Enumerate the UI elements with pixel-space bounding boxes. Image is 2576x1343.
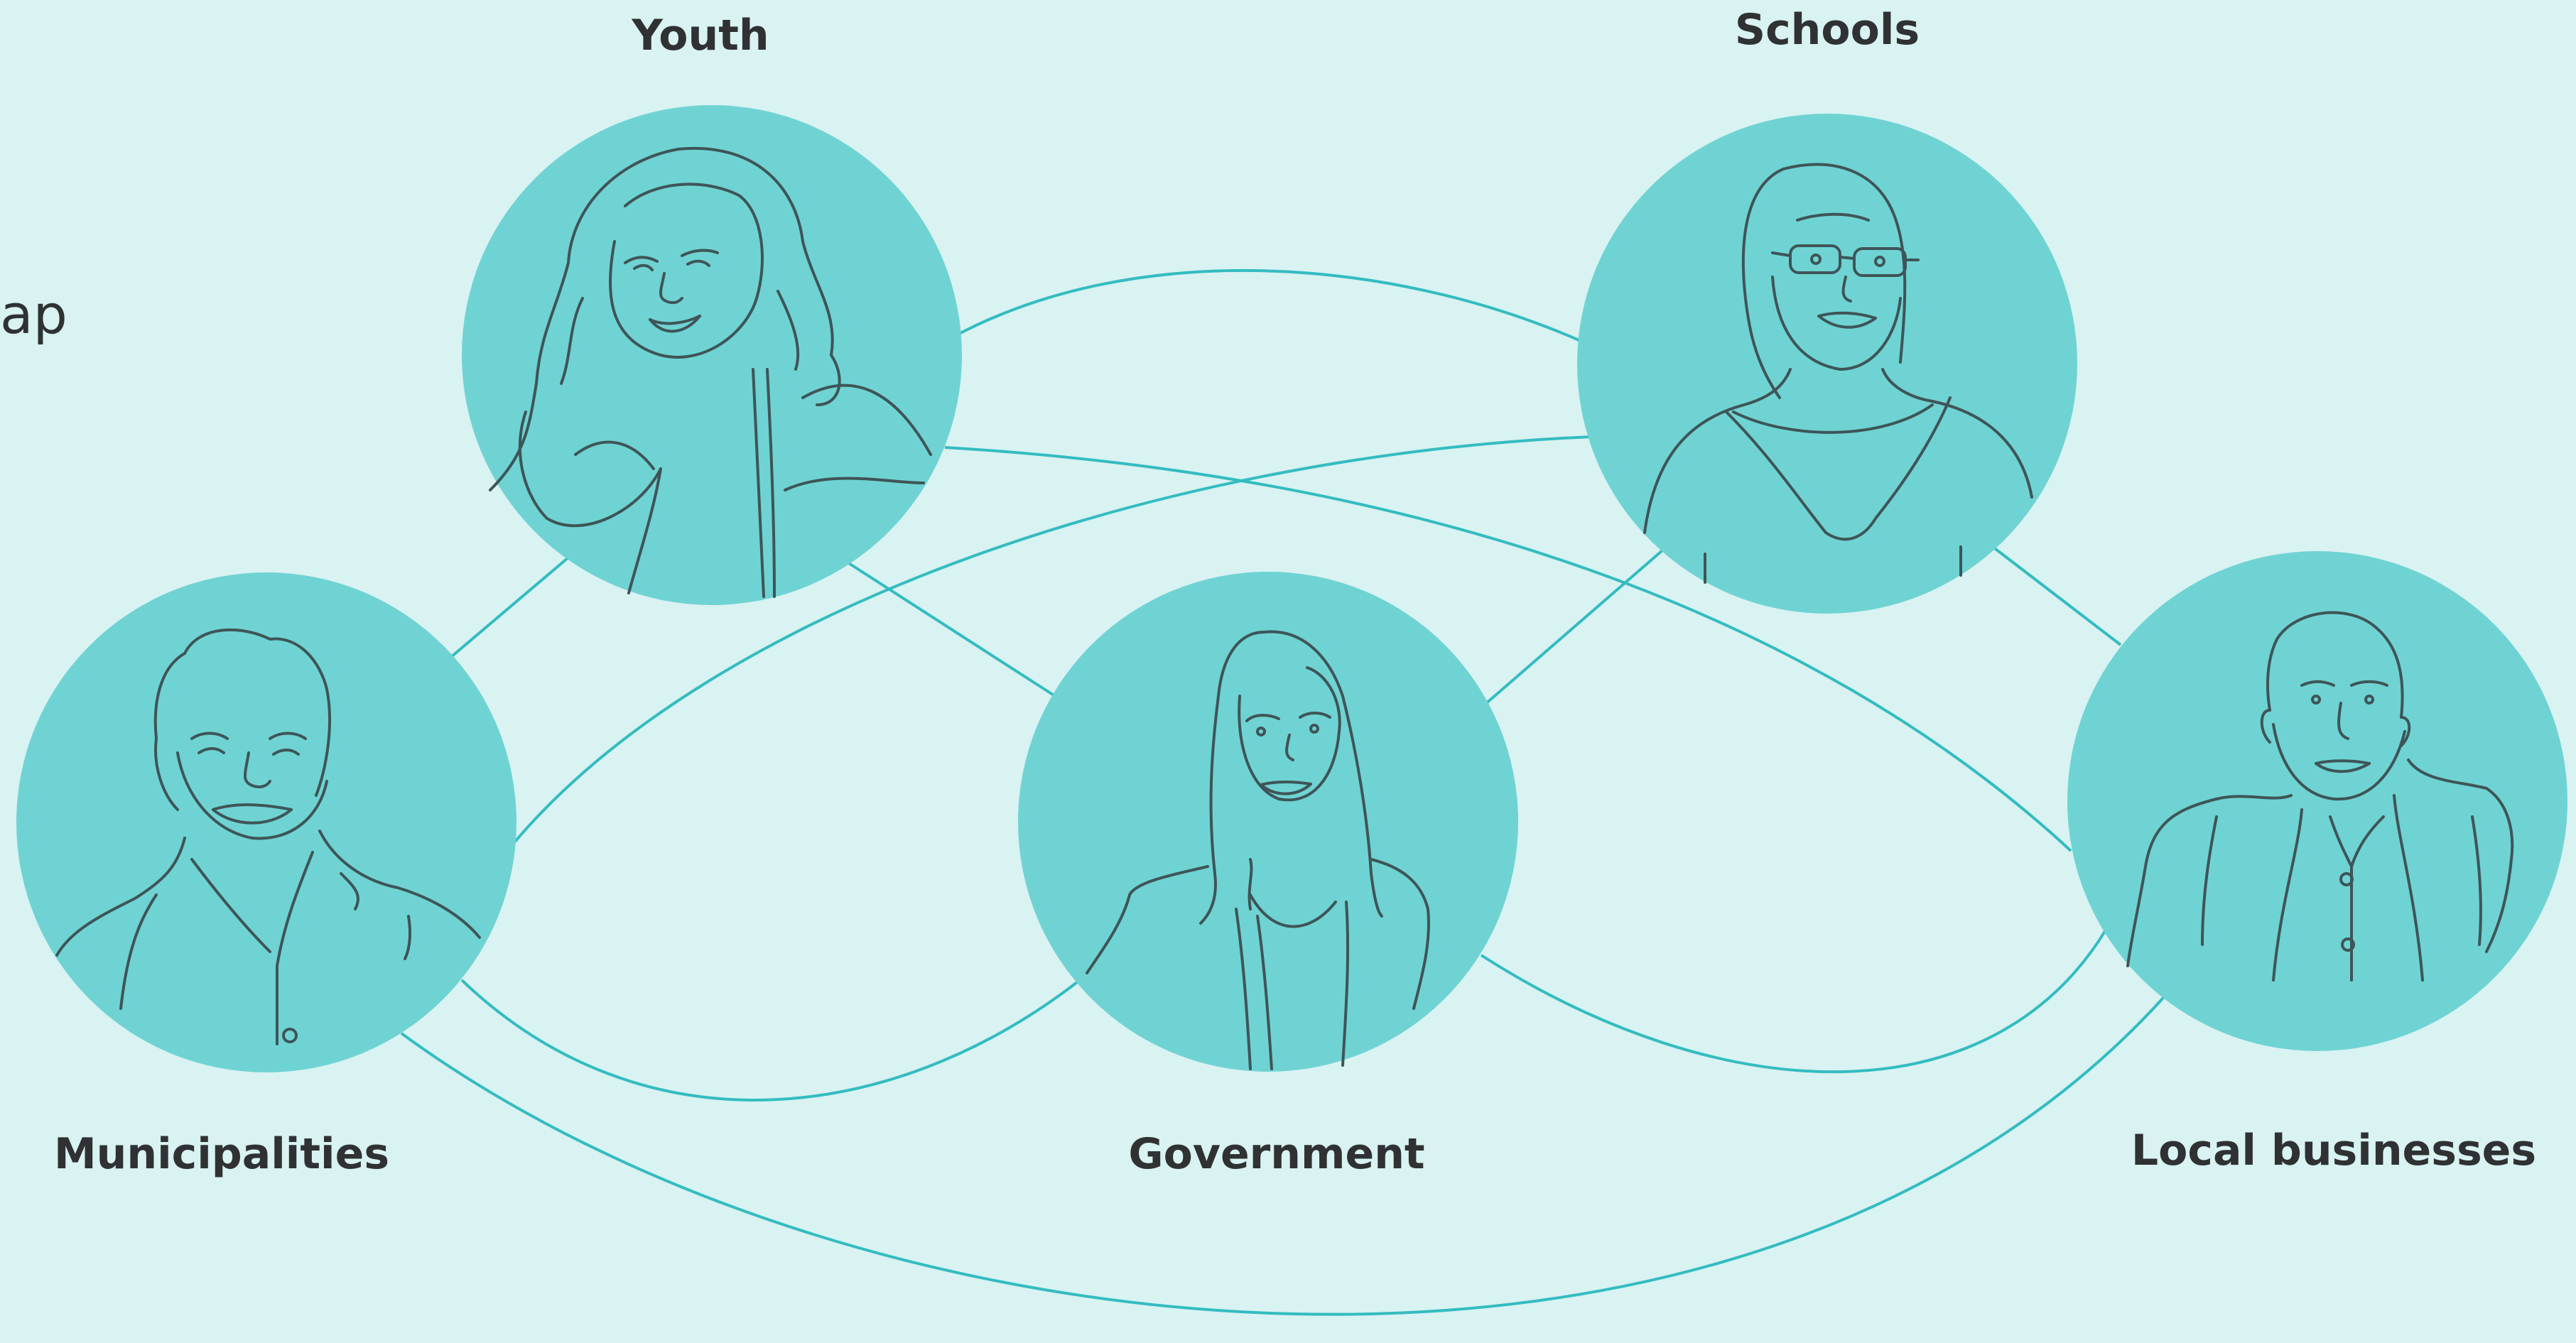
node-label-municipalities: Municipalities bbox=[53, 1129, 390, 1179]
woman-with-glasses-portrait bbox=[1643, 163, 2033, 584]
smiling-man-portrait bbox=[55, 628, 481, 1045]
connector-schools-local-businesses bbox=[1991, 545, 2122, 646]
connector-government-local-businesses bbox=[1480, 928, 2108, 1074]
node-label-local-businesses: Local businesses bbox=[2131, 1126, 2537, 1175]
title-fragment: ap bbox=[0, 283, 67, 346]
government-circle bbox=[1018, 572, 1518, 1072]
connector-schools-municipalities bbox=[514, 435, 1592, 843]
schools-node[interactable] bbox=[1577, 114, 2077, 614]
connector-municipalities-government bbox=[460, 979, 1081, 1102]
connector-youth-local-businesses bbox=[944, 446, 2072, 852]
government-node[interactable] bbox=[1018, 572, 1518, 1072]
bald-man-in-suit-portrait bbox=[2126, 611, 2514, 982]
local-businesses-circle bbox=[2067, 551, 2567, 1051]
young-woman-curly-hair-portrait bbox=[489, 146, 932, 598]
connector-schools-government bbox=[1483, 549, 1664, 706]
connector-lines bbox=[400, 268, 2165, 1316]
node-label-government: Government bbox=[1128, 1129, 1425, 1179]
connector-youth-municipalities bbox=[450, 556, 570, 658]
node-label-schools: Schools bbox=[1734, 5, 1920, 55]
local-businesses-node[interactable] bbox=[2067, 551, 2567, 1051]
youth-node[interactable] bbox=[462, 105, 962, 605]
connector-youth-government bbox=[844, 560, 1056, 697]
connector-youth-schools bbox=[958, 268, 1581, 342]
connector-municipalities-local-businesses bbox=[400, 996, 2165, 1316]
schools-circle bbox=[1577, 114, 2077, 614]
youth-circle bbox=[462, 105, 962, 605]
node-label-youth: Youth bbox=[632, 11, 769, 60]
woman-long-hair-portrait bbox=[1086, 630, 1430, 1070]
municipalities-node[interactable] bbox=[16, 572, 516, 1072]
